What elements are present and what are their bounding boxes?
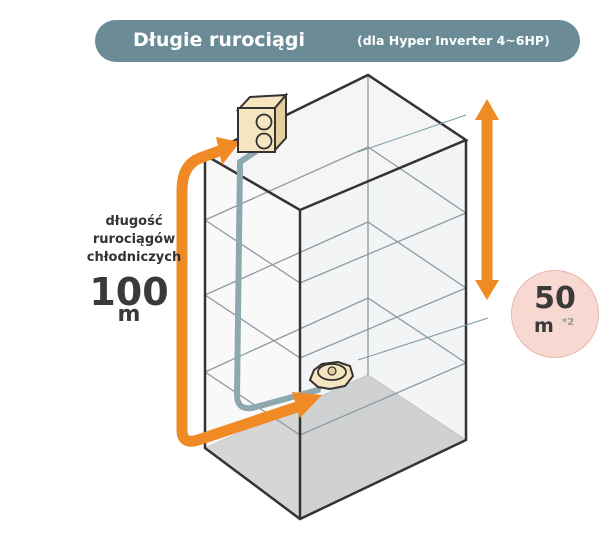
pipe-length-label: długość rurociągów chłodniczych bbox=[70, 213, 198, 267]
height-leader-lines bbox=[357, 114, 489, 361]
pipe-length-arrow bbox=[176, 137, 322, 447]
refrigerant-pipe bbox=[234, 149, 321, 412]
indoor-unit-icon bbox=[308, 360, 355, 391]
title-banner: Długie rurociągi (dla Hyper Inverter 4~6… bbox=[95, 20, 580, 62]
pipe-label-line: długość bbox=[105, 214, 163, 229]
pipe-label-line: rurociągów bbox=[92, 232, 176, 247]
outdoor-unit-icon bbox=[235, 92, 289, 153]
height-footnote: *2 bbox=[562, 317, 575, 328]
height-unit: m bbox=[534, 315, 554, 337]
building-edges bbox=[203, 73, 469, 521]
back-wall-left bbox=[204, 154, 301, 520]
height-value: 50 bbox=[534, 281, 576, 316]
height-difference-badge: 50 m *2 bbox=[511, 270, 599, 358]
banner-title: Długie rurociągi bbox=[133, 29, 305, 51]
height-arrow bbox=[475, 99, 499, 300]
pipe-label-line: chłodniczych bbox=[86, 250, 182, 265]
pipe-length-value: 100 bbox=[89, 270, 169, 314]
pipe-length-unit: m bbox=[117, 302, 141, 327]
banner-subtitle: (dla Hyper Inverter 4~6HP) bbox=[357, 33, 550, 48]
